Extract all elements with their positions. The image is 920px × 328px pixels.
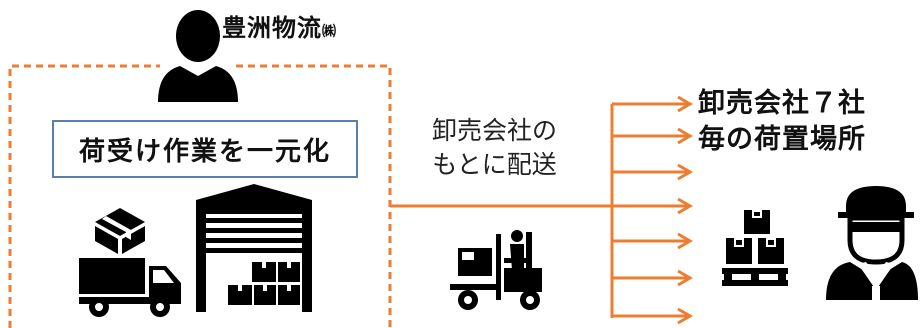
- arrow-6: [612, 269, 693, 287]
- delivery-caption-line2: もとに配送: [432, 150, 557, 179]
- delivery-caption-line1: 卸売会社の: [432, 116, 558, 145]
- centralize-label: 荷受け作業を一元化: [78, 136, 331, 167]
- arrow-group: [612, 95, 693, 325]
- delivery-caption: 卸売会社の もとに配送: [432, 114, 557, 182]
- delivery-truck-icon: [79, 258, 181, 317]
- dashed-frame: [8, 64, 392, 328]
- pallet-boxes-icon: [722, 210, 788, 286]
- arrow-2: [612, 127, 693, 145]
- package-box-icon: [95, 208, 145, 254]
- warehouse-worker-icon: [826, 186, 918, 300]
- arrow-4: [612, 197, 693, 215]
- centralize-label-box: 荷受け作業を一元化: [52, 120, 358, 178]
- arrow-5: [612, 232, 693, 250]
- destination-line1: 卸売会社７社: [698, 88, 866, 119]
- arrow-3: [612, 163, 693, 181]
- warehouse-icon: [196, 184, 312, 312]
- arrow-1: [612, 95, 693, 113]
- company-name-text: 豊洲物流: [222, 14, 322, 42]
- destination-title: 卸売会社７社 毎の荷置場所: [698, 86, 866, 158]
- forklift-icon: [450, 230, 542, 310]
- arrow-7: [612, 307, 693, 325]
- company-name: 豊洲物流㈱: [222, 8, 337, 43]
- person-icon: [158, 10, 238, 102]
- company-suffix: ㈱: [322, 24, 337, 40]
- destination-line2: 毎の荷置場所: [698, 124, 866, 155]
